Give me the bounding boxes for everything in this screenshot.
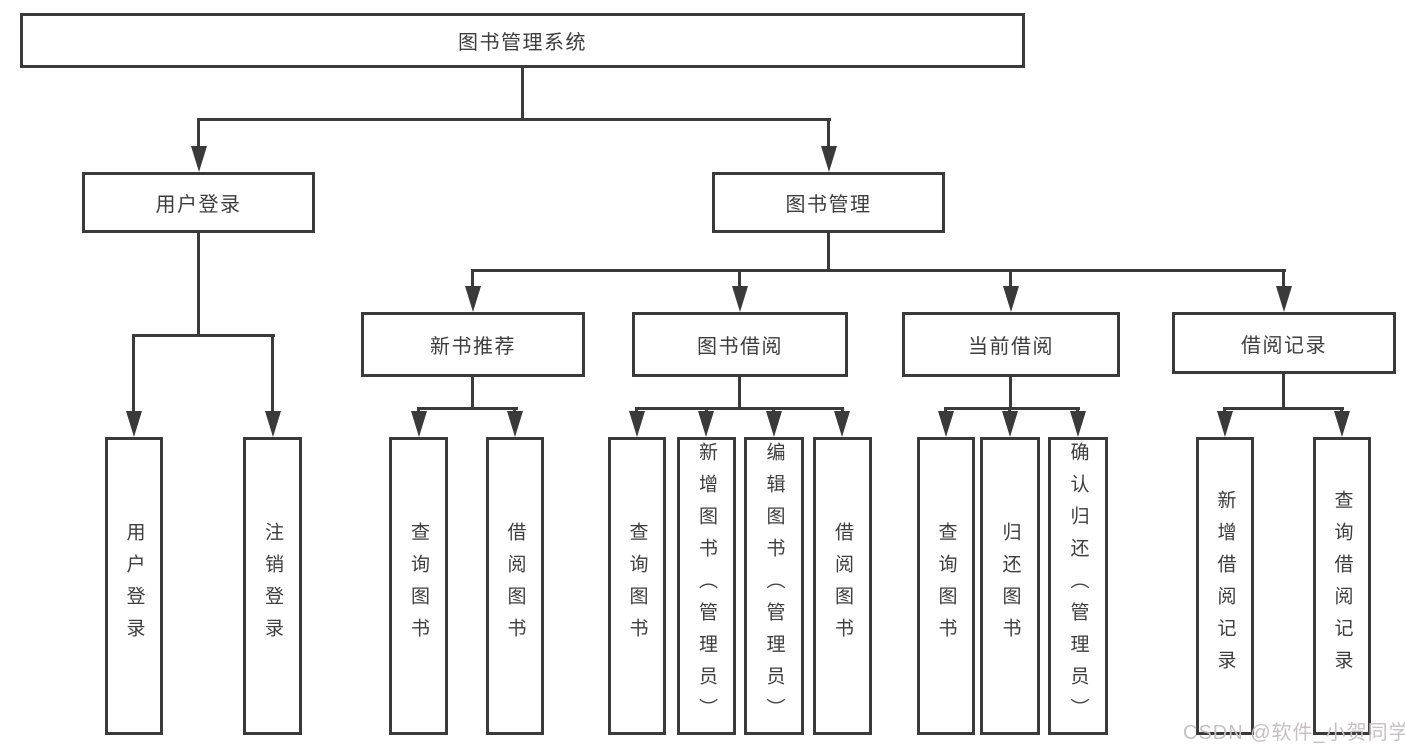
connector-new-book-stem: [471, 377, 474, 409]
leaf-logout: 注销登录: [243, 437, 302, 735]
arrowhead-down-icon: [821, 146, 837, 172]
node-borrowing-records: 借阅记录: [1172, 312, 1396, 374]
node-current-borrowing-label: 当前借阅: [968, 336, 1054, 358]
arrowhead-down-icon: [191, 146, 207, 172]
arrowhead-down-icon: [126, 411, 142, 437]
arrowhead-down-icon: [1003, 286, 1019, 312]
connector-to-book-management: [827, 118, 830, 150]
arrowhead-down-icon: [1334, 411, 1350, 437]
leaf-query-books: 查询图书: [608, 437, 666, 735]
connector-borrowing-records-bar: [1223, 407, 1344, 410]
connector-to-current-borrowing: [1009, 269, 1012, 291]
node-library-system-label: 图书管理系统: [458, 32, 587, 54]
arrowhead-down-icon: [507, 411, 523, 437]
connector-user-login-stem: [197, 233, 200, 336]
arrowhead-down-icon: [465, 286, 481, 312]
arrowhead-down-icon: [1070, 411, 1086, 437]
arrowhead-down-icon: [766, 411, 782, 437]
connector-root-bar: [197, 118, 831, 121]
leaf-query-borrow-record-label: 查询借阅记录: [1331, 490, 1353, 682]
leaf-query-books-label: 查询图书: [408, 522, 429, 650]
arrowhead-down-icon: [938, 411, 954, 437]
watermark-text: CSDN @软件_小贺同学: [1183, 722, 1405, 744]
node-book-borrowing: 图书借阅: [632, 312, 848, 377]
connector-root-stem: [521, 68, 524, 119]
connector-to-leaf-user-login: [132, 334, 135, 415]
leaf-add-books-admin: 新增图书（管理员）: [677, 437, 736, 735]
leaf-confirm-return-admin-label: 确认归还（管理员）: [1067, 442, 1089, 730]
node-current-borrowing: 当前借阅: [902, 312, 1120, 377]
node-new-book-recommend-label: 新书推荐: [430, 336, 516, 358]
arrowhead-down-icon: [265, 411, 281, 437]
leaf-add-books-admin-label: 新增图书（管理员）: [696, 442, 717, 730]
arrowhead-down-icon: [834, 411, 850, 437]
leaf-add-borrow-record-label: 新增借阅记录: [1214, 490, 1236, 682]
connector-to-user-login: [197, 118, 200, 150]
arrowhead-down-icon: [732, 286, 748, 312]
connector-borrowing-records-stem: [1282, 374, 1285, 409]
node-user-login-label: 用户登录: [155, 194, 242, 216]
connector-to-leaf-logout: [271, 334, 274, 415]
leaf-borrow-books: 借阅图书: [486, 437, 544, 735]
arrowhead-down-icon: [1217, 411, 1233, 437]
leaf-borrow-books-label: 借阅图书: [832, 522, 853, 650]
leaf-add-borrow-record: 新增借阅记录: [1196, 437, 1254, 735]
connector-book-management-bar: [471, 269, 1286, 272]
connector-to-borrowing-records: [1282, 269, 1285, 291]
leaf-query-borrow-record: 查询借阅记录: [1313, 437, 1371, 735]
arrowhead-down-icon: [698, 411, 714, 437]
leaf-confirm-return-admin: 确认归还（管理员）: [1048, 437, 1108, 735]
leaf-edit-books-admin-label: 编辑图书（管理员）: [763, 442, 785, 730]
leaf-query-books-label: 查询图书: [626, 522, 648, 650]
node-book-management-label: 图书管理: [785, 194, 872, 216]
node-borrowing-records-label: 借阅记录: [1241, 334, 1327, 357]
node-book-management: 图书管理: [712, 172, 945, 233]
leaf-query-books: 查询图书: [389, 437, 448, 735]
connector-current-borrowing-stem: [1009, 377, 1012, 409]
connector-to-book-borrowing: [738, 269, 741, 291]
leaf-return-books-label: 归还图书: [999, 522, 1021, 650]
node-new-book-recommend: 新书推荐: [361, 312, 585, 377]
node-user-login: 用户登录: [82, 172, 315, 233]
leaf-user-login-label: 用户登录: [123, 522, 145, 650]
connector-current-borrowing-bar: [944, 407, 1080, 410]
leaf-logout-label: 注销登录: [262, 522, 283, 650]
leaf-borrow-books-label: 借阅图书: [504, 522, 526, 650]
connector-to-new-book: [471, 269, 474, 291]
node-library-system: 图书管理系统: [20, 13, 1025, 68]
leaf-user-login: 用户登录: [105, 437, 163, 735]
connector-user-login-bar: [132, 334, 275, 337]
connector-book-borrowing-bar: [635, 407, 844, 410]
leaf-borrow-books: 借阅图书: [813, 437, 872, 735]
connector-book-borrowing-stem: [738, 377, 741, 409]
leaf-return-books: 归还图书: [980, 437, 1040, 735]
arrowhead-down-icon: [1276, 286, 1292, 312]
node-book-borrowing-label: 图书借阅: [697, 336, 783, 358]
leaf-edit-books-admin: 编辑图书（管理员）: [744, 437, 804, 735]
arrowhead-down-icon: [1002, 411, 1018, 437]
leaf-query-books-label: 查询图书: [935, 522, 957, 650]
connector-book-management-stem: [827, 233, 830, 272]
arrowhead-down-icon: [629, 411, 645, 437]
connector-new-book-bar: [417, 407, 518, 410]
arrowhead-down-icon: [411, 411, 427, 437]
leaf-query-books: 查询图书: [917, 437, 975, 735]
